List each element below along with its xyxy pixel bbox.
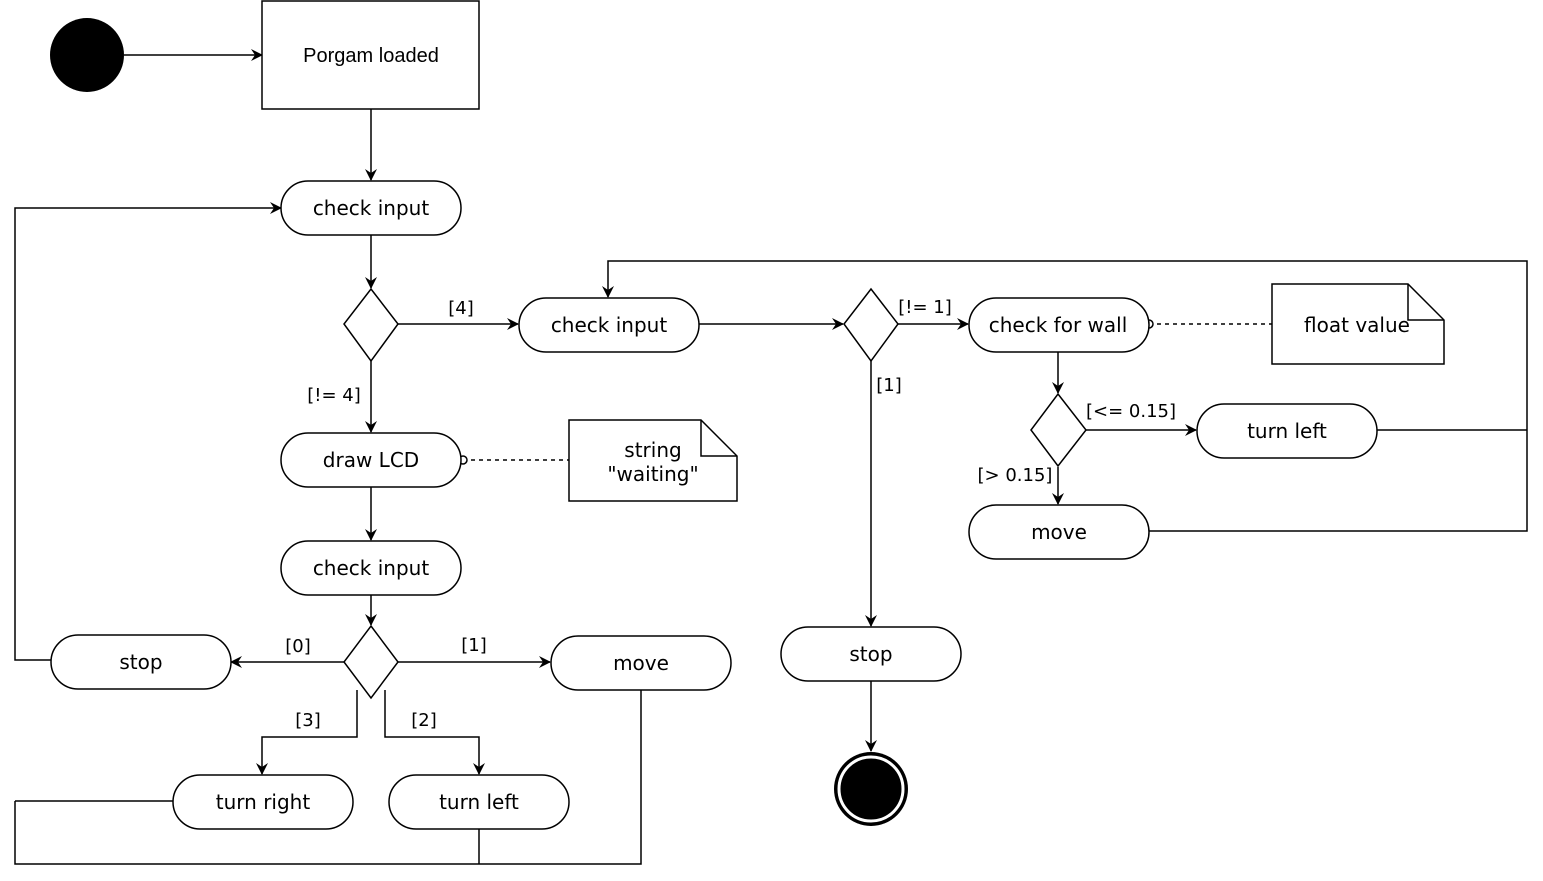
check-input-label-2: check input [551, 313, 668, 337]
guard-eq1-lower: [1] [461, 635, 487, 656]
guard-gt015: [> 0.15] [978, 465, 1053, 486]
check-input-node-2: check input [518, 297, 700, 353]
guard-le015: [<= 0.15] [1086, 401, 1176, 422]
turn-left-node-2: turn left [1196, 403, 1378, 459]
edge-decision3-left [384, 690, 485, 775]
decision-node-1 [343, 287, 399, 363]
edge-move2-loop [602, 260, 1528, 532]
guard-neq1: [!= 1] [898, 297, 952, 318]
move-node-2: move [968, 504, 1150, 560]
initial-node [50, 18, 124, 92]
check-for-wall-label: check for wall [989, 313, 1128, 337]
decision-node-3 [343, 624, 399, 700]
note-float-label: float value [1304, 313, 1410, 337]
note-waiting-line1: string [624, 438, 681, 462]
note-waiting: string "waiting" [568, 419, 738, 502]
guard-eq2: [2] [411, 710, 437, 731]
guard-eq1-main: [1] [876, 375, 902, 396]
program-loaded-node: Porgam loaded [261, 0, 480, 110]
stop-node-1: stop [50, 634, 232, 690]
turn-left-node-1: turn left [388, 774, 570, 830]
stop-node-2: stop [780, 626, 962, 682]
decision-node-4 [1030, 392, 1087, 468]
decision-node-2 [843, 287, 899, 363]
note-waiting-line2: "waiting" [607, 462, 698, 486]
check-input-label-1: check input [313, 196, 430, 220]
check-for-wall-node: check for wall [968, 297, 1150, 353]
stop-label-2: stop [849, 642, 892, 666]
draw-lcd-label: draw LCD [323, 448, 419, 472]
edges [14, 49, 1528, 865]
edge-move-back [14, 690, 642, 865]
guard-eq3: [3] [295, 710, 321, 731]
turn-left-label-1: turn left [439, 790, 519, 814]
guard-eq4: [4] [448, 298, 474, 319]
move-node-1: move [550, 635, 732, 691]
turn-right-node: turn right [172, 774, 354, 830]
turn-right-label: turn right [216, 790, 311, 814]
program-loaded-label: Porgam loaded [303, 45, 439, 67]
move-label-2: move [1031, 520, 1087, 544]
final-node [834, 752, 908, 826]
check-input-label-3: check input [313, 556, 430, 580]
guard-eq0: [0] [285, 636, 311, 657]
check-input-node-1: check input [280, 180, 462, 236]
stop-label-1: stop [119, 650, 162, 674]
move-label-1: move [613, 651, 669, 675]
check-input-node-3: check input [280, 540, 462, 596]
edge-decision3-right [256, 690, 358, 775]
note-float-value: float value [1271, 283, 1445, 365]
guard-neq4: [!= 4] [307, 385, 361, 406]
draw-lcd-node: draw LCD [280, 432, 462, 488]
turn-left-label-2: turn left [1247, 419, 1327, 443]
edge-loop-back [14, 202, 282, 661]
